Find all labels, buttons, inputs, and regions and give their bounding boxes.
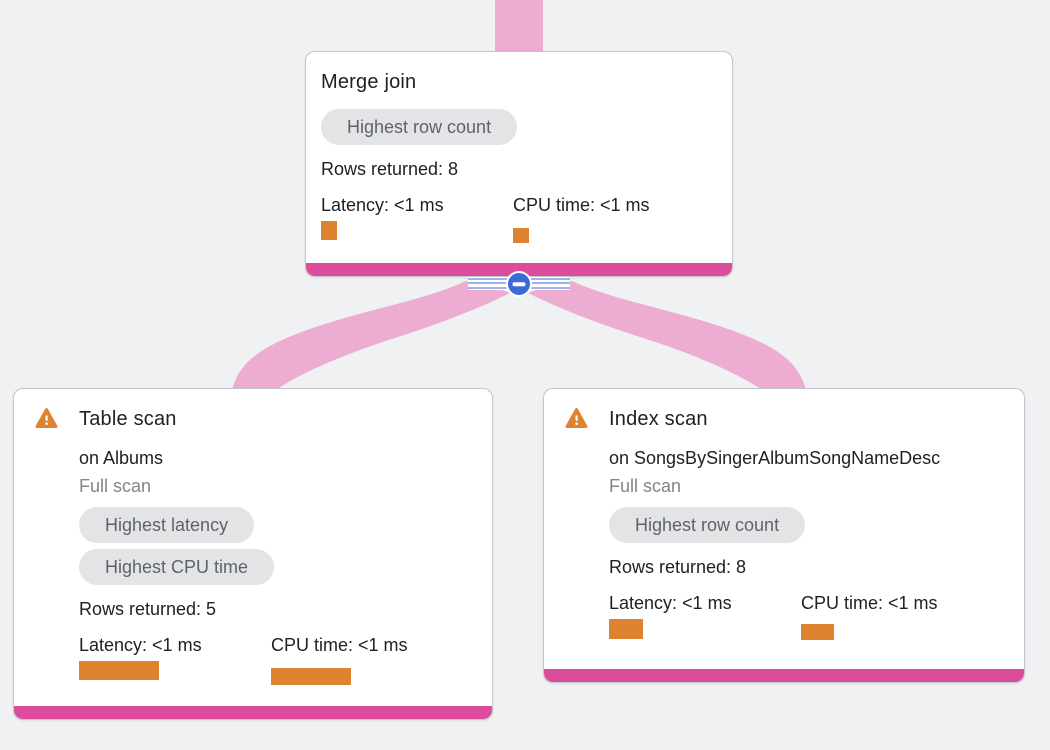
rows-returned-text: Rows returned: 8 [609, 557, 747, 577]
latency-label: Latency: <1 ms [79, 635, 202, 655]
scan-type-text: Full scan [609, 476, 682, 496]
latency-label: Latency: <1 ms [321, 195, 444, 215]
scan-type-text: Full scan [79, 476, 152, 496]
cpu-time-metric: CPU time: <1 ms [801, 589, 993, 640]
node-subtitle: on SongsBySingerAlbumSongNameDesc [609, 448, 941, 468]
highest-row-count-badge: Highest row count [609, 507, 806, 543]
node-card-table-scan[interactable]: Table scan on Albums Full scan Highest l… [13, 388, 493, 720]
collapse-control [468, 271, 570, 297]
cpu-time-label: CPU time: <1 ms [271, 635, 408, 655]
highest-cpu-time-badge: Highest CPU time [79, 549, 275, 585]
node-accent-bar [306, 263, 732, 276]
warning-triangle-icon[interactable] [565, 407, 588, 430]
highest-latency-badge: Highest latency [79, 507, 255, 543]
collapse-button[interactable] [506, 271, 532, 297]
node-subtitle: on Albums [79, 448, 164, 468]
edge-merge-join-to-table-scan [232, 281, 510, 395]
latency-metric: Latency: <1 ms [321, 191, 513, 243]
cpu-time-label: CPU time: <1 ms [513, 195, 650, 215]
rows-returned-text: Rows returned: 8 [321, 159, 459, 179]
node-card-index-scan[interactable]: Index scan on SongsBySingerAlbumSongName… [543, 388, 1025, 683]
node-title: Table scan [79, 408, 177, 430]
latency-bar [609, 619, 643, 639]
highest-row-count-badge: Highest row count [321, 109, 518, 145]
edge-merge-join-to-index-scan [528, 281, 806, 395]
metrics-row: Latency: <1 ms CPU time: <1 ms [609, 589, 1008, 640]
cpu-time-bar [513, 228, 529, 243]
node-accent-bar [544, 669, 1024, 682]
metrics-row: Latency: <1 ms CPU time: <1 ms [321, 191, 716, 243]
latency-metric: Latency: <1 ms [79, 631, 271, 685]
cpu-time-label: CPU time: <1 ms [801, 593, 938, 613]
edge-parent-to-merge-join [495, 0, 543, 56]
minus-circle-icon [512, 282, 526, 286]
metrics-row: Latency: <1 ms CPU time: <1 ms [79, 631, 476, 685]
cpu-time-metric: CPU time: <1 ms [271, 631, 463, 685]
cpu-time-metric: CPU time: <1 ms [513, 191, 705, 243]
node-card-merge-join[interactable]: Merge join Highest row count Rows return… [305, 51, 733, 277]
warning-triangle-icon[interactable] [35, 407, 58, 430]
cpu-time-bar [271, 668, 351, 685]
latency-label: Latency: <1 ms [609, 593, 732, 613]
rows-returned-text: Rows returned: 5 [79, 599, 217, 619]
node-title: Merge join [321, 71, 417, 93]
node-accent-bar [14, 706, 492, 719]
latency-bar [321, 221, 337, 240]
latency-metric: Latency: <1 ms [609, 589, 801, 640]
node-title: Index scan [609, 408, 708, 430]
latency-bar [79, 661, 159, 680]
cpu-time-bar [801, 624, 834, 640]
